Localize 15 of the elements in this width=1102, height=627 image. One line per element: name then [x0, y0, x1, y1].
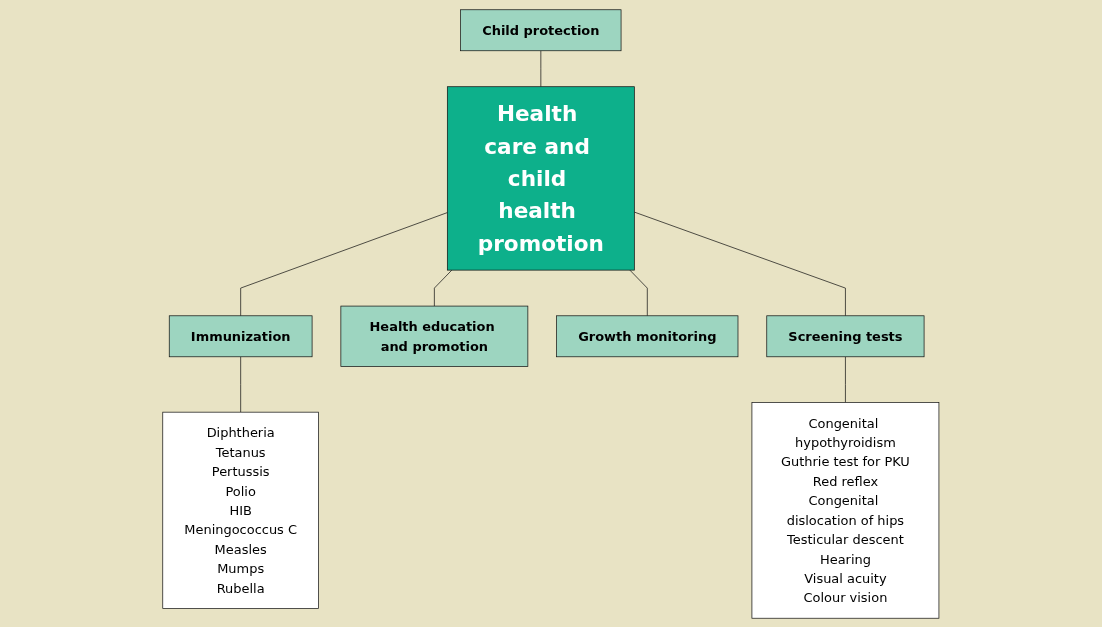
- node-box: Diphtheria Tetanus Pertussis Polio HIB Meningococcus C Measles Mumps Rubella: [162, 411, 320, 609]
- connector: [634, 211, 846, 316]
- connector: [629, 269, 648, 316]
- connector: [540, 49, 542, 87]
- node-box: Health care and child health promotion: [447, 85, 635, 270]
- node-box: Screening tests: [766, 314, 925, 357]
- node-box: Child protection: [460, 8, 622, 51]
- connector: [240, 211, 448, 316]
- connector: [845, 355, 846, 403]
- node-box: Congenital hypothyroidism Guthrie test for PKU Red reflex Congenital dislocation of hips Testicular descent Hearing Visual acuity Colour vision: [751, 401, 940, 619]
- node-box: Growth monitoring: [556, 314, 739, 357]
- connector: [434, 269, 453, 306]
- connector: [240, 355, 242, 413]
- node-box: Immunization: [169, 314, 313, 357]
- node-box: Health education and promotion: [340, 305, 529, 367]
